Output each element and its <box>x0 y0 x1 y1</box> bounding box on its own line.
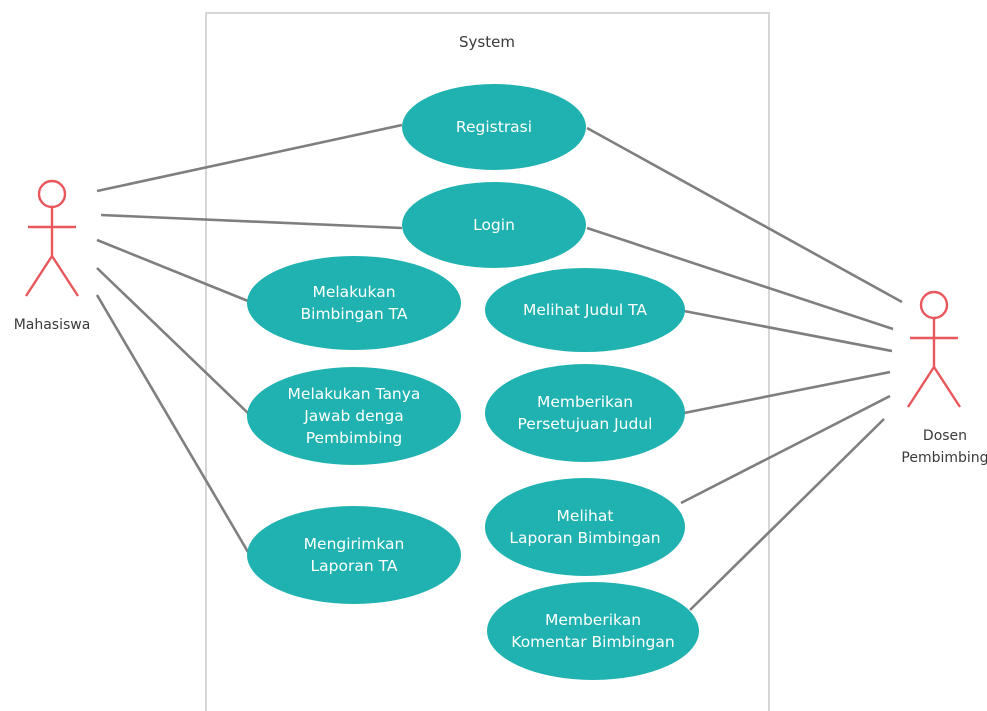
association-dosen-persetujuan <box>683 370 891 415</box>
stick-figure-icon <box>906 290 962 408</box>
association-dosen-login <box>586 226 894 331</box>
use-case-ellipse <box>402 182 586 268</box>
use-case-login: Login <box>402 182 586 268</box>
use-case-lihat_judul: Melihat Judul TA <box>485 268 685 352</box>
system-boundary <box>205 12 770 711</box>
actor-mahasiswa: Mahasiswa <box>14 179 91 333</box>
use-case-ellipse <box>485 478 685 576</box>
use-case-ellipse <box>485 268 685 352</box>
use-case-ellipse <box>247 367 461 465</box>
use-case-registrasi: Registrasi <box>402 84 586 170</box>
use-case-ellipse <box>487 582 699 680</box>
stick-figure-icon <box>24 179 80 297</box>
association-mahasiswa-login <box>100 213 403 230</box>
association-dosen-lihat_judul <box>683 309 893 353</box>
system-title: System <box>459 33 515 51</box>
use-case-ellipse <box>247 256 461 350</box>
association-mahasiswa-registrasi <box>96 123 403 193</box>
use-case-ellipse <box>402 84 586 170</box>
association-dosen-registrasi <box>586 126 903 304</box>
association-dosen-komentar <box>689 418 885 611</box>
use-case-label: Melihat Judul TA <box>523 301 647 319</box>
actor-name: Mahasiswa <box>14 317 91 333</box>
use-case-ellipse <box>485 364 685 462</box>
association-mahasiswa-kirim_laporan <box>95 294 250 553</box>
use-case-label: Registrasi <box>456 118 532 136</box>
association-dosen-lihat_laporan <box>680 394 891 505</box>
use-case-ellipse <box>247 506 461 604</box>
association-mahasiswa-tanya_jawab <box>96 267 251 416</box>
association-mahasiswa-bimbingan <box>96 238 249 303</box>
use-case-label: Login <box>473 216 515 234</box>
